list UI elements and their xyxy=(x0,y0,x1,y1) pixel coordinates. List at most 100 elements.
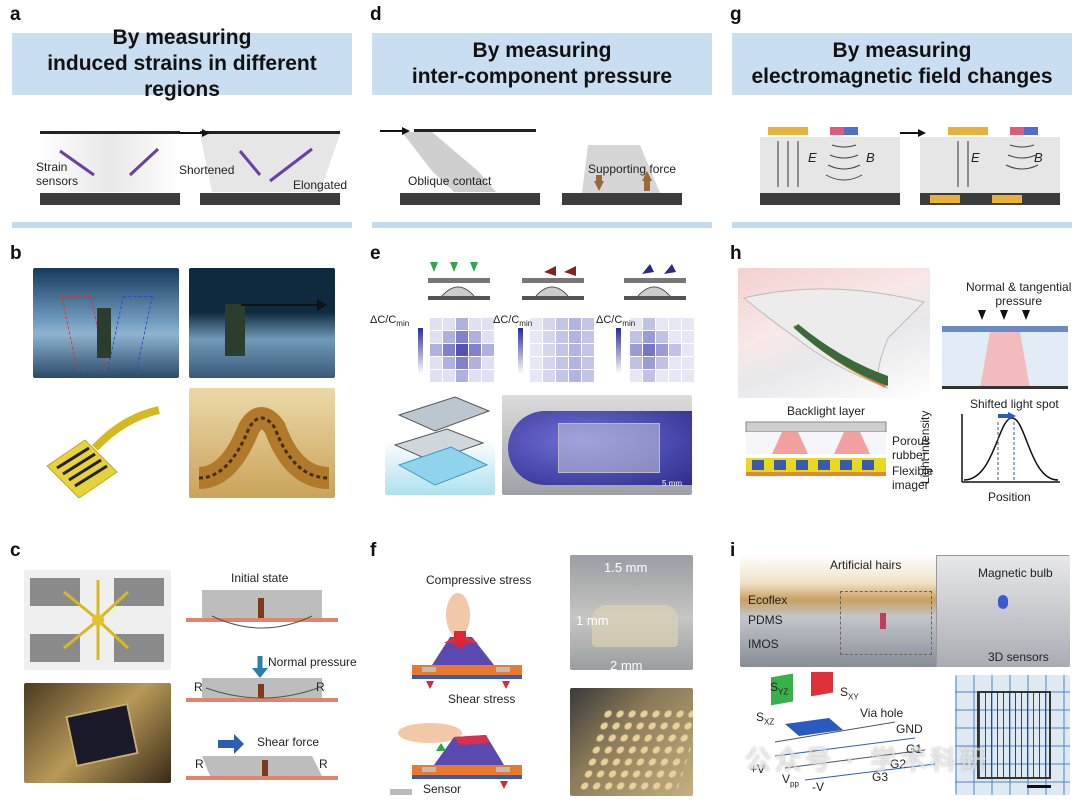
heatmap-cell xyxy=(482,344,494,356)
panel-letter-a: a xyxy=(10,4,21,25)
banner-g: By measuring electromagnetic field chang… xyxy=(732,33,1072,95)
label-r-right-shear: R xyxy=(319,757,328,771)
label-initial-state: Initial state xyxy=(231,571,289,585)
heatmap-cell xyxy=(682,344,694,356)
heatmap-cell xyxy=(682,357,694,369)
label-g2: G2 xyxy=(890,757,907,771)
heatmap-cell xyxy=(530,331,542,343)
label-sensor: Sensor xyxy=(423,782,462,796)
heatmap-cell xyxy=(569,331,581,343)
heatmap-cell xyxy=(669,344,681,356)
heatmap-cell xyxy=(643,370,655,382)
heatmap-cell xyxy=(656,344,668,356)
banner-a: By measuring induced strains in differen… xyxy=(12,26,352,101)
heatmap-cell xyxy=(543,318,555,330)
heatmap-cell xyxy=(630,331,642,343)
heatmap-cell xyxy=(543,331,555,343)
banner-a-line2: induced strains in different regions xyxy=(47,52,317,101)
panel-g-diagram xyxy=(760,127,1060,205)
label-shear-stress: Shear stress xyxy=(448,692,516,706)
label-via-hole: Via hole xyxy=(860,706,904,720)
heatmap-cell xyxy=(682,318,694,330)
heatmap-cell xyxy=(430,331,442,343)
label-dim-2mm: 2 mm xyxy=(610,658,643,673)
panel-letter-e: e xyxy=(370,243,381,264)
label-normal-pressure: Normal pressure xyxy=(268,655,357,669)
heatmap-cell xyxy=(482,357,494,369)
heatmap-cell xyxy=(430,344,442,356)
heatmap-cell xyxy=(443,344,455,356)
heatmap-cell xyxy=(569,357,581,369)
panel-d-diagram xyxy=(380,127,682,205)
heatmap-cell xyxy=(582,344,594,356)
panel-letter-d: d xyxy=(370,4,382,25)
label-artificial-hairs: Artificial hairs xyxy=(830,558,902,572)
heatmap-cell xyxy=(669,357,681,369)
heatmap-cell xyxy=(669,318,681,330)
label-ecoflex: Ecoflex xyxy=(748,593,788,607)
heatmap-cell xyxy=(456,331,468,343)
label-normal-tangential: Normal & tangential pressure xyxy=(966,280,1072,308)
panel-f-stress-diagrams xyxy=(390,593,522,795)
heatmap-cell xyxy=(430,370,442,382)
label-shear-force: Shear force xyxy=(257,735,320,749)
heatmap-cell xyxy=(630,370,642,382)
panel-letter-h: h xyxy=(730,243,742,264)
banner-d-line1: By measuring xyxy=(472,39,612,62)
heatmap-cell xyxy=(569,318,581,330)
heatmap-cell xyxy=(643,318,655,330)
heatmap-cell xyxy=(582,370,594,382)
panel-letter-c: c xyxy=(10,540,21,561)
panel-h-layer-stack xyxy=(745,421,887,476)
heatmap-cell xyxy=(543,370,555,382)
label-imos: IMOS xyxy=(748,637,779,651)
heatmap-cell xyxy=(543,344,555,356)
label-r-left-normal: R xyxy=(194,680,203,694)
heatmap-cell xyxy=(430,357,442,369)
photo-b-flexible-sensor xyxy=(33,388,179,498)
heatmap-cell xyxy=(469,370,481,382)
label-backlight-layer: Backlight layer xyxy=(787,404,866,418)
panel-letter-b: b xyxy=(10,243,22,264)
label-e-field-1: E xyxy=(808,150,817,165)
heatmap-cell xyxy=(656,370,668,382)
divider-g xyxy=(732,222,1072,228)
photo-i-sensor-render xyxy=(955,675,1070,795)
heatmap-cell xyxy=(469,331,481,343)
label-position: Position xyxy=(988,490,1031,504)
panel-letter-f: f xyxy=(370,540,377,561)
photo-c-electrode-layout xyxy=(24,570,171,670)
heatmap-cell xyxy=(569,344,581,356)
heatmap-cell xyxy=(443,331,455,343)
photo-e-sensor-array xyxy=(385,395,495,495)
label-shortened: Shortened xyxy=(179,163,235,177)
heatmap-cell xyxy=(643,357,655,369)
heatmap-cell xyxy=(569,370,581,382)
heatmap-cell xyxy=(582,357,594,369)
heatmap-cell xyxy=(456,357,468,369)
label-b-field-2: B xyxy=(1034,150,1043,165)
label-dc-3: ΔC/Cmin xyxy=(596,314,636,329)
label-gnd: GND xyxy=(896,722,923,736)
heatmap-cell xyxy=(482,370,494,382)
heatmap-cell xyxy=(482,331,494,343)
photo-i-artificial-hair xyxy=(740,555,1070,667)
label-strain-sensors: Strain sensors xyxy=(36,160,79,188)
divider-a xyxy=(12,222,352,228)
panel-c-schematic xyxy=(186,590,338,780)
label-e-field-2: E xyxy=(971,150,980,165)
label-sxy: SXY xyxy=(840,685,859,702)
heatmap-cell xyxy=(430,318,442,330)
label-oblique-contact: Oblique contact xyxy=(408,174,492,188)
heatmap-cell xyxy=(643,344,655,356)
label-r-right-normal: R xyxy=(316,680,325,694)
panel-i-circuit-diagram xyxy=(771,672,936,781)
heatmap-cell xyxy=(656,331,668,343)
heatmap-cell xyxy=(469,318,481,330)
heatmap-cell xyxy=(556,318,568,330)
label-dim-1-5mm: 1.5 mm xyxy=(604,560,648,575)
divider-d xyxy=(372,222,712,228)
photo-c-device xyxy=(24,683,171,783)
heatmap-cell xyxy=(456,370,468,382)
heatmap-cell xyxy=(582,331,594,343)
